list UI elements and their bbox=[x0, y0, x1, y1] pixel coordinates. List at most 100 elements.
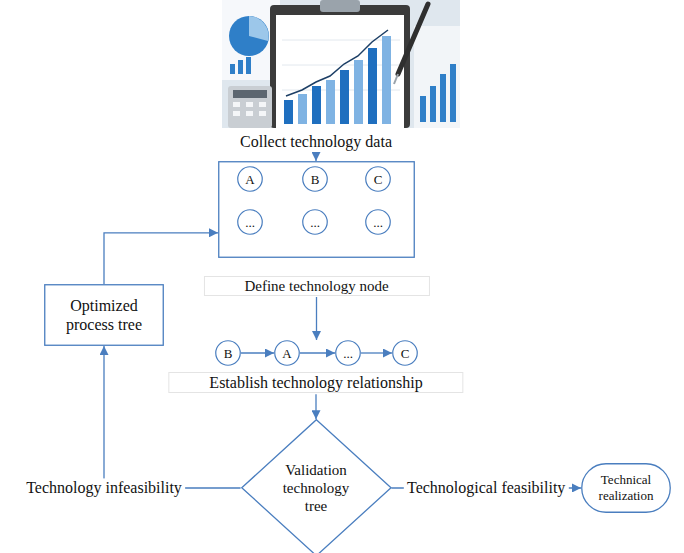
edge-label-holder: Technology infeasibility bbox=[23, 478, 185, 497]
node-label: Validation technology tree bbox=[274, 461, 358, 515]
edge-label-holder: Technological feasibility bbox=[404, 478, 568, 497]
circle-outline bbox=[336, 341, 361, 366]
box-outline bbox=[219, 162, 415, 258]
node-body: ... bbox=[237, 209, 263, 235]
box-outline bbox=[45, 285, 164, 346]
clipboard-clip bbox=[320, 0, 360, 12]
chart-bar bbox=[298, 94, 307, 124]
node-body: A bbox=[237, 166, 263, 192]
illustration-ground bbox=[222, 0, 460, 128]
text-block: Technical realization bbox=[589, 472, 663, 503]
node-label: Technical realization bbox=[589, 472, 663, 503]
node-body: C bbox=[392, 340, 418, 366]
chart-bar bbox=[368, 48, 377, 124]
calculator-key bbox=[233, 102, 240, 107]
circle-outline bbox=[216, 341, 241, 366]
technology-node-circle: ... bbox=[302, 209, 328, 235]
technology-node-circle: C bbox=[392, 340, 418, 366]
diamond-outline bbox=[241, 420, 390, 553]
trend-line bbox=[286, 30, 388, 96]
terminal-pill: Technical realization bbox=[581, 463, 671, 513]
text-block: ... bbox=[343, 347, 353, 360]
small-bar bbox=[420, 96, 426, 122]
calculator-key bbox=[259, 111, 266, 116]
node-label: A bbox=[282, 347, 291, 360]
small-bar bbox=[238, 60, 243, 74]
pie-chart bbox=[229, 16, 269, 56]
paper-sheet bbox=[414, 26, 460, 128]
text-block: B bbox=[311, 173, 320, 186]
text-block: C bbox=[374, 173, 383, 186]
circle-outline bbox=[366, 210, 391, 235]
node-body: ... bbox=[302, 209, 328, 235]
node-body: B bbox=[215, 340, 241, 366]
node-label: B bbox=[311, 173, 320, 186]
chart-bar bbox=[340, 70, 349, 124]
node-label: B bbox=[224, 347, 233, 360]
text-block: C bbox=[401, 347, 410, 360]
caption-holder: Collect technology data bbox=[240, 132, 392, 151]
calculator-key bbox=[233, 111, 240, 116]
calculator-key bbox=[246, 111, 253, 116]
pen-tip bbox=[394, 74, 398, 84]
connector-arrow bbox=[241, 352, 274, 353]
connector-arrow bbox=[361, 352, 392, 353]
node-label: ... bbox=[245, 216, 255, 229]
chart-illustration bbox=[222, 0, 460, 128]
small-bar bbox=[450, 64, 456, 122]
circle-outline bbox=[275, 341, 300, 366]
connector-arrow bbox=[300, 352, 335, 353]
text-block: Validation technology tree bbox=[274, 461, 358, 515]
clipboard-paper bbox=[276, 15, 404, 128]
chart-bar bbox=[312, 86, 321, 124]
calculator-key bbox=[259, 102, 266, 107]
calculator-display bbox=[233, 90, 267, 98]
technology-node-circle: ... bbox=[237, 209, 263, 235]
connector-arrow bbox=[104, 346, 241, 488]
node-body: C bbox=[365, 166, 391, 192]
text-block: ... bbox=[245, 216, 255, 229]
text-block: A bbox=[282, 347, 291, 360]
node-caption: Define technology node bbox=[203, 276, 429, 296]
circle-outline bbox=[393, 341, 418, 366]
calculator-key bbox=[246, 102, 253, 107]
calculator bbox=[228, 86, 272, 128]
process-box: Optimized process tree bbox=[44, 284, 164, 346]
connector-arrow bbox=[104, 233, 218, 284]
node-label: Optimized process tree bbox=[54, 296, 154, 334]
node-caption: Establish technology relationship bbox=[168, 372, 463, 393]
node-container-box: Define technology nodeABC......... bbox=[218, 161, 415, 258]
pie-slice bbox=[249, 16, 269, 41]
small-bar bbox=[246, 57, 251, 74]
connector-arrow bbox=[316, 297, 317, 340]
circle-outline bbox=[303, 167, 328, 192]
node-label: ... bbox=[373, 216, 383, 229]
technology-node-circle: A bbox=[274, 340, 300, 366]
chart-bar bbox=[354, 60, 363, 124]
technology-node-circle: A bbox=[237, 166, 263, 192]
pill-outline bbox=[582, 464, 671, 513]
node-label: A bbox=[245, 173, 254, 186]
caption-holder: Define technology node bbox=[203, 276, 429, 296]
edge-label: Technological feasibility bbox=[404, 478, 568, 497]
text-block: B bbox=[224, 347, 233, 360]
technology-node-circle: B bbox=[215, 340, 241, 366]
node-body: ... bbox=[335, 340, 361, 366]
node-body: B bbox=[302, 166, 328, 192]
node-outline bbox=[44, 284, 164, 346]
node-caption: Collect technology data bbox=[240, 132, 392, 151]
node-label: ... bbox=[343, 347, 353, 360]
relationship-band: Establish technology relationshipBA...C bbox=[213, 340, 419, 366]
technology-node-circle: ... bbox=[335, 340, 361, 366]
circle-outline bbox=[303, 210, 328, 235]
decision-diamond: Validation technology tree bbox=[241, 419, 392, 553]
clipboard bbox=[270, 5, 410, 128]
edge-label: Technology infeasibility bbox=[23, 478, 185, 497]
node-label: ... bbox=[310, 216, 320, 229]
node-body: A bbox=[274, 340, 300, 366]
node-body: Technical realization bbox=[581, 463, 671, 513]
pen bbox=[398, 4, 428, 74]
connector-arrow bbox=[315, 394, 316, 419]
chart-bar bbox=[284, 100, 293, 124]
